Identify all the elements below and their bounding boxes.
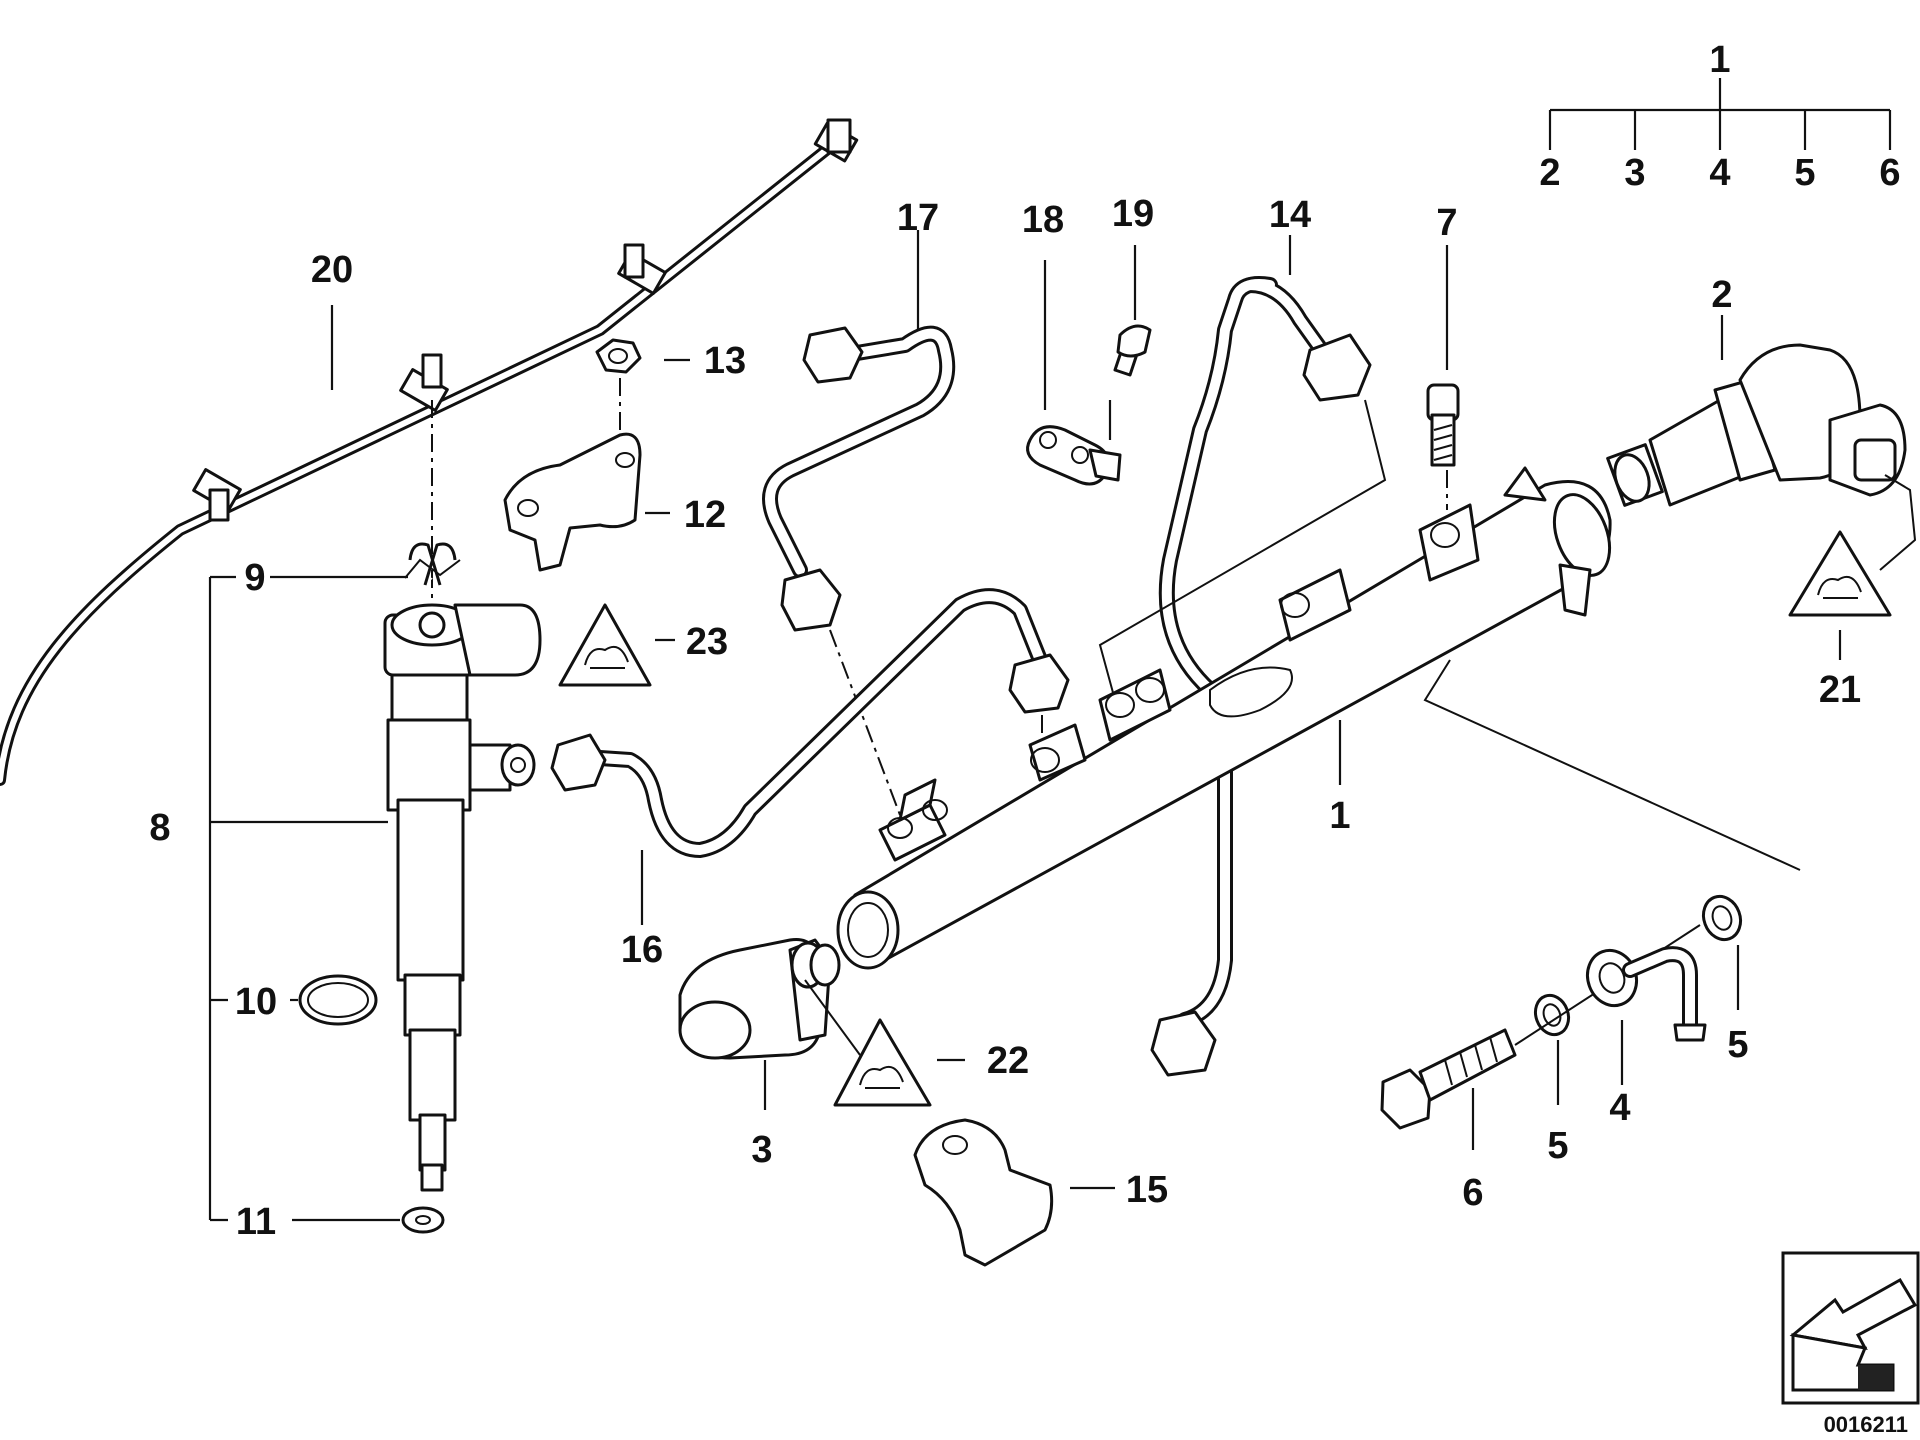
callout-3-top[interactable]: 3: [1624, 152, 1645, 194]
callout-19[interactable]: 19: [1112, 193, 1154, 235]
banjo-fitting-4[interactable]: [1580, 943, 1707, 1042]
screw-7[interactable]: [1426, 383, 1460, 467]
callout-21[interactable]: 21: [1819, 669, 1861, 711]
retaining-clip-9[interactable]: [404, 542, 461, 586]
screw-19[interactable]: [1113, 324, 1152, 377]
orientation-arrow-icon: [1781, 1251, 1920, 1405]
rail-pressure-sensor-3[interactable]: [678, 937, 841, 1060]
injector-8[interactable]: [383, 603, 542, 1192]
callout-22[interactable]: 22: [987, 1040, 1029, 1082]
warning-label-22[interactable]: [833, 1018, 932, 1107]
callout-6-bolt[interactable]: 6: [1462, 1172, 1483, 1214]
callout-4-top[interactable]: 4: [1709, 152, 1730, 194]
callout-17[interactable]: 17: [897, 197, 939, 239]
callout-5-right[interactable]: 5: [1727, 1024, 1748, 1066]
callout-2-top[interactable]: 2: [1539, 152, 1560, 194]
clamp-18[interactable]: [1026, 425, 1122, 486]
callout-15[interactable]: 15: [1126, 1169, 1168, 1211]
pressure-regulator-2[interactable]: [1606, 343, 1907, 507]
callout-7[interactable]: 7: [1436, 202, 1457, 244]
seal-ring-5-right[interactable]: [1698, 891, 1747, 945]
callout-9[interactable]: 9: [244, 557, 265, 599]
callout-5-top[interactable]: 5: [1794, 152, 1815, 194]
drawing-number: 0016211: [1824, 1412, 1908, 1437]
fuel-line-17[interactable]: [762, 325, 956, 632]
callout-1-top[interactable]: 1: [1709, 39, 1730, 81]
callout-10[interactable]: 10: [235, 981, 277, 1023]
callout-12[interactable]: 12: [684, 494, 726, 536]
callout-13[interactable]: 13: [704, 340, 746, 382]
nut-13[interactable]: [595, 338, 642, 374]
bracket-12[interactable]: [503, 432, 642, 572]
sealing-washer-11[interactable]: [401, 1206, 445, 1234]
callout-3-sensor[interactable]: 3: [751, 1129, 772, 1171]
callout-11[interactable]: 11: [236, 1201, 276, 1243]
assembly-tree: 1 2 3 4 5 6: [1539, 39, 1900, 194]
hollow-bolt-6[interactable]: [1380, 1028, 1517, 1130]
leak-off-hose-20[interactable]: [0, 118, 859, 786]
callout-16[interactable]: 16: [621, 929, 663, 971]
warning-label-21[interactable]: [1788, 530, 1892, 617]
callout-18[interactable]: 18: [1022, 199, 1064, 241]
callout-2-regulator[interactable]: 2: [1711, 274, 1732, 316]
callout-6-top[interactable]: 6: [1879, 152, 1900, 194]
callout-5-left[interactable]: 5: [1547, 1125, 1568, 1167]
common-rail-1[interactable]: [836, 466, 1620, 970]
callout-23[interactable]: 23: [686, 621, 728, 663]
callout-1-rail[interactable]: 1: [1329, 795, 1350, 837]
callout-14[interactable]: 14: [1269, 194, 1311, 236]
callout-20[interactable]: 20: [311, 249, 353, 291]
protective-cap-15[interactable]: [913, 1118, 1054, 1267]
callout-8[interactable]: 8: [149, 807, 170, 849]
fuel-line-16[interactable]: [550, 588, 1070, 858]
warning-label-23[interactable]: [558, 603, 652, 687]
callout-4-fitting[interactable]: 4: [1609, 1087, 1630, 1129]
fuel-line-14[interactable]: [1150, 276, 1372, 1077]
seal-ring-5-left[interactable]: [1530, 991, 1574, 1040]
o-ring-10[interactable]: [298, 974, 378, 1026]
